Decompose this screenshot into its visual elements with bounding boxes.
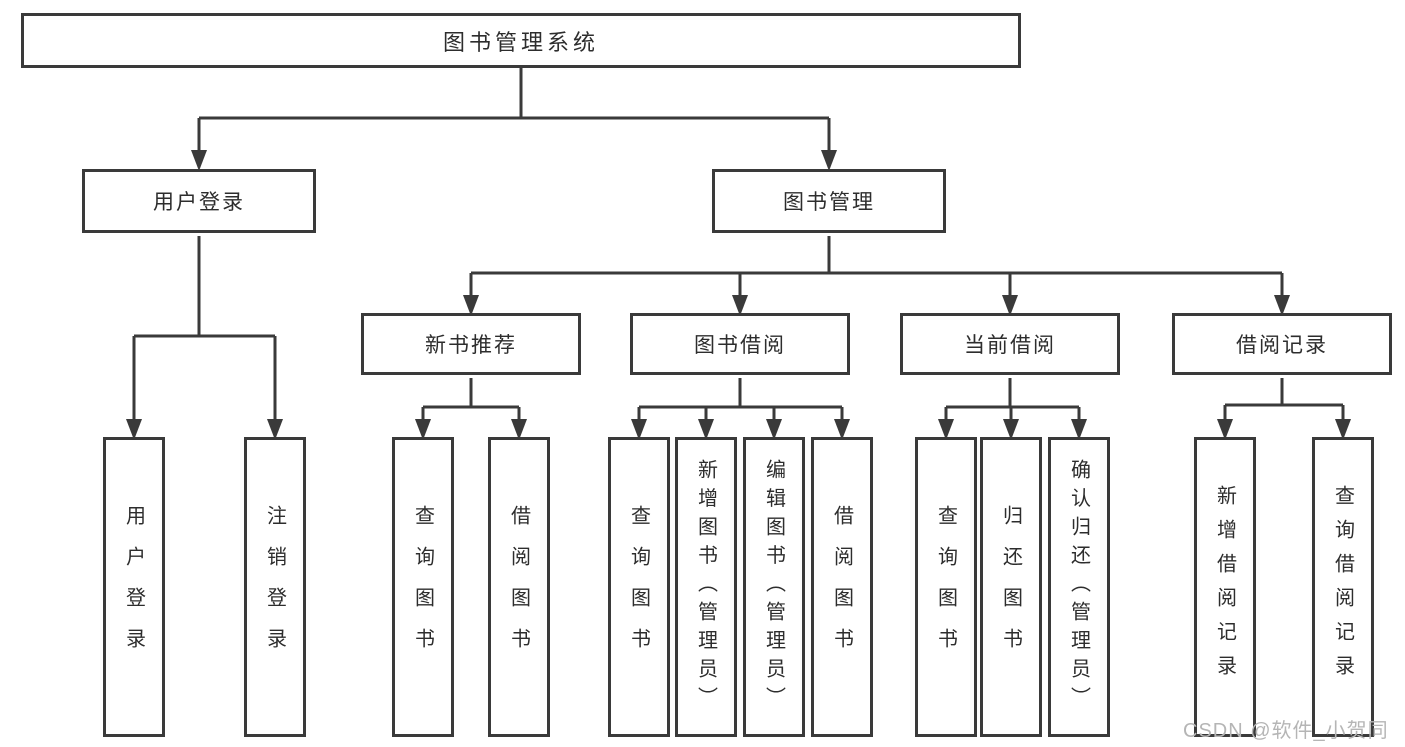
connector-book-borrow-children: [631, 378, 850, 440]
node-user-login: 用户登录: [103, 437, 165, 737]
node-query-books-recommend: 查询图书: [392, 437, 454, 737]
connector-book-management-children: [463, 236, 1290, 316]
node-query-borrow-record: 查询借阅记录: [1312, 437, 1374, 737]
connector-root-to-level2: [191, 68, 837, 171]
connector-new-book-children: [415, 378, 527, 440]
node-user-login-group: 用户登录: [82, 169, 316, 233]
csdn-watermark: CSDN @软件_小贺同学: [1183, 720, 1389, 742]
node-book-management: 图书管理: [712, 169, 946, 233]
connector-current-borrow-children: [938, 378, 1087, 440]
node-new-book-recommend: 新书推荐: [361, 313, 581, 375]
node-borrow-books: 借阅图书: [811, 437, 873, 737]
node-add-books-admin: 新增图书（管理员）: [675, 437, 737, 737]
node-confirm-return-admin: 确认归还（管理员）: [1048, 437, 1110, 737]
node-library-management-system: 图书管理系统: [21, 13, 1021, 68]
node-query-books-borrow: 查询图书: [608, 437, 670, 737]
connector-borrow-record-children: [1217, 378, 1351, 440]
connector-user-login-children: [126, 236, 283, 440]
node-borrow-books-recommend: 借阅图书: [488, 437, 550, 737]
node-add-borrow-record: 新增借阅记录: [1194, 437, 1256, 737]
node-return-books: 归还图书: [980, 437, 1042, 737]
node-query-books-current: 查询图书: [915, 437, 977, 737]
node-book-borrow: 图书借阅: [630, 313, 850, 375]
node-edit-books-admin: 编辑图书（管理员）: [743, 437, 805, 737]
node-current-borrow: 当前借阅: [900, 313, 1120, 375]
node-borrow-record: 借阅记录: [1172, 313, 1392, 375]
node-logout: 注销登录: [244, 437, 306, 737]
